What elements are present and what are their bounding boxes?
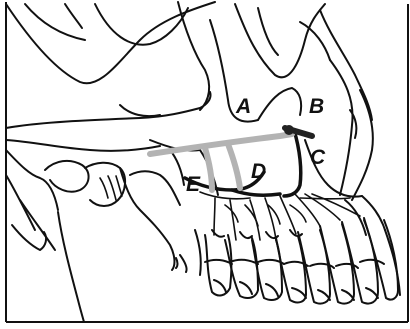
- label-a: A: [235, 95, 251, 118]
- label-b: B: [309, 95, 324, 118]
- injection-guide-probe: [150, 134, 292, 190]
- label-d: D: [251, 160, 266, 183]
- skull-outline: [6, 2, 400, 322]
- label-c: C: [310, 146, 326, 169]
- label-e: E: [186, 173, 201, 196]
- needle-marker: [284, 125, 312, 136]
